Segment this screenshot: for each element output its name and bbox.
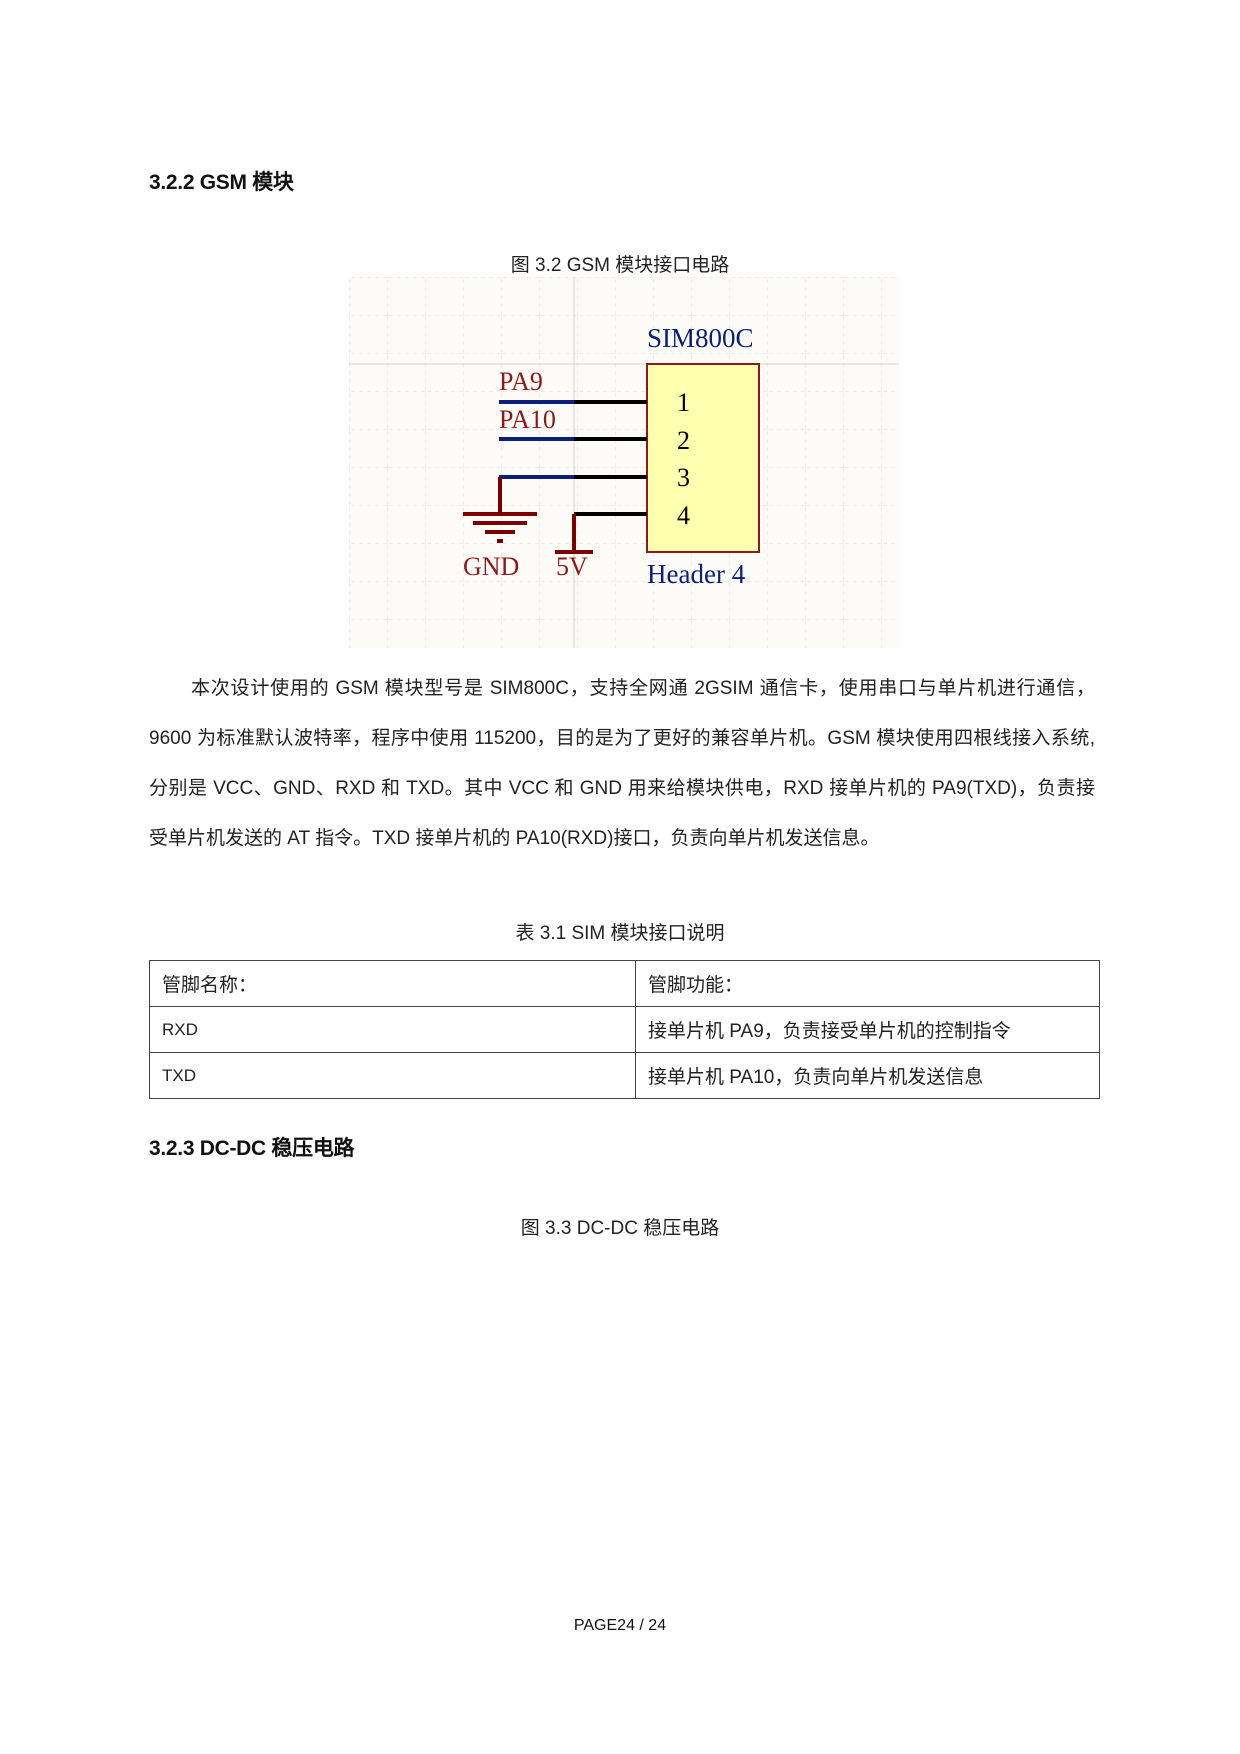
table-cell-pin-function: 接单片机 PA9，负责接受单片机的控制指令 <box>635 1006 1100 1053</box>
gnd-label: GND <box>463 552 519 581</box>
ground-icon <box>463 477 537 543</box>
figure-caption-gsm-circuit: 图 3.2 GSM 模块接口电路 <box>510 255 730 276</box>
page-footer: PAGE24 / 24 <box>573 1617 667 1634</box>
net-label-pa9: PA9 <box>499 367 543 396</box>
pin-number-3: 3 <box>677 463 690 492</box>
component-type-label: Header 4 <box>647 559 746 589</box>
sim-interface-table: 管脚名称： 管脚功能： RXD 接单片机 PA9，负责接受单片机的控制指令 TX… <box>149 960 1100 1099</box>
pin-number-1: 1 <box>677 388 690 417</box>
component-name-label: SIM800C <box>647 323 754 353</box>
table-cell-pin-function: 接单片机 PA10，负责向单片机发送信息 <box>635 1052 1100 1099</box>
pin-number-4: 4 <box>677 501 690 530</box>
table-header-pin-name: 管脚名称： <box>149 960 636 1007</box>
header-body <box>646 363 760 553</box>
schematic-drawing: SIM800C Header 4 PA9 PA10 GND 5V 1 2 3 4 <box>349 277 899 648</box>
vcc-label: 5V <box>556 552 588 581</box>
table-cell-pin-name: RXD <box>149 1006 636 1053</box>
body-paragraph: 本次设计使用的 GSM 模块型号是 SIM800C，支持全网通 2GSIM 通信… <box>149 664 1095 864</box>
table-row: TXD 接单片机 PA10，负责向单片机发送信息 <box>149 1052 1100 1099</box>
section-heading-dcdc: 3.2.3 DC-DC 稳压电路 <box>149 1137 355 1160</box>
paragraph-text: 本次设计使用的 GSM 模块型号是 SIM800C，支持全网通 2GSIM 通信… <box>149 678 1095 849</box>
section-heading-gsm: 3.2.2 GSM 模块 <box>149 171 294 194</box>
figure-caption-dcdc: 图 3.3 DC-DC 稳压电路 <box>520 1218 720 1239</box>
pin-number-2: 2 <box>677 426 690 455</box>
table-header-pin-function: 管脚功能： <box>635 960 1100 1007</box>
gsm-schematic-figure: SIM800C Header 4 PA9 PA10 GND 5V 1 2 3 4 <box>349 277 899 648</box>
table-caption-sim-interface: 表 3.1 SIM 模块接口说明 <box>515 923 725 944</box>
net-label-pa10: PA10 <box>499 405 556 434</box>
table-row: RXD 接单片机 PA9，负责接受单片机的控制指令 <box>149 1006 1100 1053</box>
table-header-row: 管脚名称： 管脚功能： <box>149 960 1100 1007</box>
table-cell-pin-name: TXD <box>149 1052 636 1099</box>
power-5v-icon <box>555 514 593 554</box>
